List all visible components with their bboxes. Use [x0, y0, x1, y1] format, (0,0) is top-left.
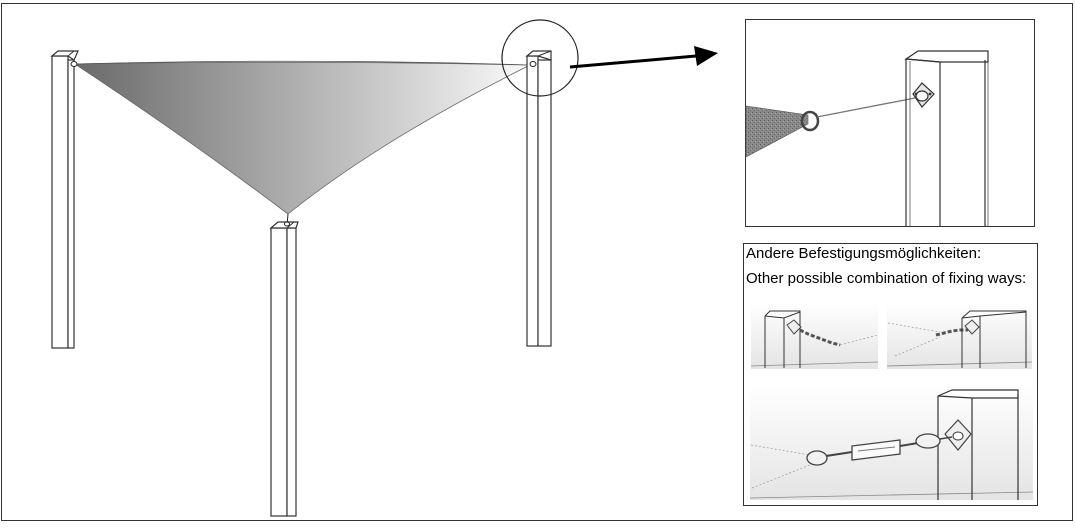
- sail-fabric-corner: [745, 105, 809, 158]
- fixing-option-chain-left: [750, 303, 879, 369]
- zoom-circle-icon: [501, 19, 579, 97]
- main-scene: [50, 19, 718, 517]
- d-ring-icon: [800, 110, 820, 132]
- detail-panel: [745, 19, 1035, 227]
- fixing-option-turnbuckle: [749, 385, 1034, 500]
- post-right: [525, 50, 552, 347]
- post-left: [50, 50, 79, 349]
- detail-post: [904, 50, 989, 226]
- fixing-point-right-icon: [529, 61, 537, 67]
- fixing-point-left-icon: [70, 61, 78, 67]
- arrow-right-icon: [569, 46, 718, 69]
- pad-eye-plate-icon: [912, 82, 935, 108]
- outer-border: [1, 3, 1073, 521]
- fixing-point-front-icon: [284, 213, 290, 227]
- fixing-option-chain-right: [886, 303, 1033, 369]
- caption-english: Other possible combination of fixing way…: [746, 270, 1027, 287]
- post-front: [269, 221, 299, 517]
- sail-edge-line: [74, 60, 531, 66]
- shade-sail: [73, 61, 531, 215]
- caption-german: Andere Befestigungsmöglichkeiten:: [746, 245, 982, 262]
- tension-wire: [816, 97, 916, 118]
